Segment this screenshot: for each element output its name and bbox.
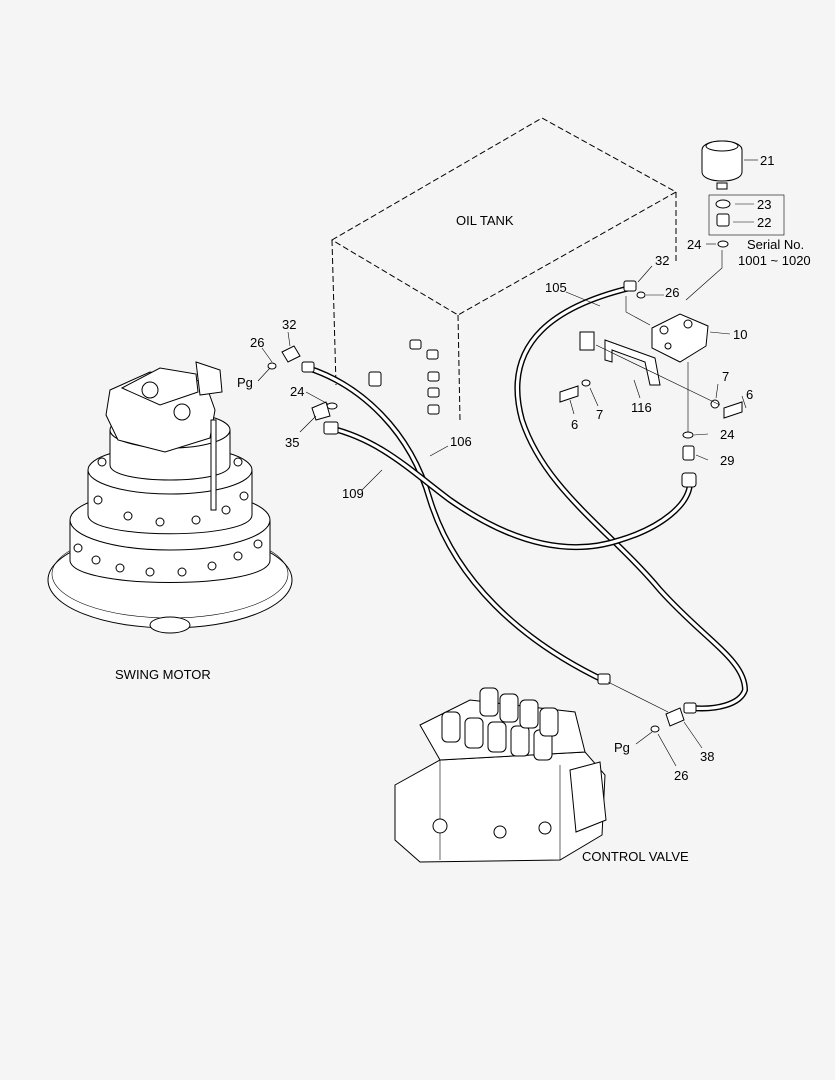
oil-tank-outline bbox=[331, 117, 678, 421]
bracket-116 bbox=[579, 331, 661, 386]
hose-fitting-icon bbox=[683, 702, 697, 714]
part-number-32: 32 bbox=[282, 317, 296, 332]
nipple-22-icon bbox=[716, 213, 730, 227]
serial-range-label: 1001 ~ 1020 bbox=[738, 253, 811, 268]
part-number-7: 7 bbox=[722, 369, 729, 384]
swing-motor bbox=[47, 361, 293, 634]
tank-port-icon bbox=[409, 339, 422, 350]
part-number-26: 26 bbox=[250, 335, 264, 350]
accumulator-21 bbox=[701, 140, 743, 190]
serial-number-label: Serial No. bbox=[747, 237, 804, 252]
washer-7-icon bbox=[581, 379, 591, 387]
hose-fitting-icon bbox=[681, 472, 697, 488]
control-valve-label: CONTROL VALVE bbox=[582, 849, 689, 864]
part-number-21: 21 bbox=[760, 153, 774, 168]
part-number-29: 29 bbox=[720, 453, 734, 468]
hose-fitting-icon bbox=[597, 673, 611, 685]
part-number-22: 22 bbox=[757, 215, 771, 230]
elbow-32-icon bbox=[281, 345, 301, 363]
o-ring-24-icon bbox=[326, 402, 338, 410]
hose-106 bbox=[305, 365, 606, 683]
motor-bolts bbox=[73, 457, 263, 577]
part-number-23: 23 bbox=[757, 197, 771, 212]
oil-tank-label: OIL TANK bbox=[456, 213, 514, 228]
swing-motor-label: SWING MOTOR bbox=[115, 667, 211, 682]
part-number-24: 24 bbox=[687, 237, 701, 252]
part-number-10: 10 bbox=[733, 327, 747, 342]
part-number-24: 24 bbox=[720, 427, 734, 442]
part-number-32: 32 bbox=[655, 253, 669, 268]
part-number-38: 38 bbox=[700, 749, 714, 764]
serial-bracket bbox=[708, 194, 785, 236]
elbow-38-icon bbox=[665, 707, 685, 727]
control-valve bbox=[394, 687, 607, 863]
part-number-106: 106 bbox=[450, 434, 472, 449]
o-ring-26-icon bbox=[650, 725, 660, 733]
tank-port-icon bbox=[427, 404, 440, 415]
part-number-109: 109 bbox=[342, 486, 364, 501]
o-ring-24-icon bbox=[682, 431, 694, 439]
o-ring-26-icon bbox=[267, 362, 277, 370]
part-number-6: 6 bbox=[571, 417, 578, 432]
connector-29-icon bbox=[682, 445, 695, 461]
part-number-24: 24 bbox=[290, 384, 304, 399]
bolt-6-icon bbox=[723, 401, 743, 419]
part-number-labels: 21 23 22 24 Serial No. 1001 ~ 1020 32 10… bbox=[237, 153, 811, 783]
seal-23-icon bbox=[715, 199, 731, 209]
tank-port-icon bbox=[426, 349, 439, 360]
pg-port-label: Pg bbox=[237, 375, 253, 390]
hose-fitting-icon bbox=[301, 361, 315, 373]
hose-fitting-icon bbox=[623, 280, 637, 292]
bracket-tab-icon bbox=[579, 331, 595, 351]
o-ring-24-icon bbox=[717, 240, 729, 248]
bolt-6-icon bbox=[559, 385, 579, 403]
hose-fitting-icon bbox=[323, 421, 339, 435]
tank-port-icon bbox=[368, 371, 382, 387]
valve-spools bbox=[441, 687, 559, 761]
tank-port-icon bbox=[427, 371, 440, 382]
valve-block-10 bbox=[651, 313, 709, 363]
part-number-26: 26 bbox=[674, 768, 688, 783]
part-number-105: 105 bbox=[545, 280, 567, 295]
hose-109 bbox=[327, 425, 693, 551]
pg-port-label: Pg bbox=[614, 740, 630, 755]
elbow-35-icon bbox=[311, 401, 331, 421]
washer-7-icon bbox=[710, 399, 720, 409]
part-number-7: 7 bbox=[596, 407, 603, 422]
part-number-26: 26 bbox=[665, 285, 679, 300]
part-number-35: 35 bbox=[285, 435, 299, 450]
hose-105 bbox=[514, 285, 749, 712]
part-number-116: 116 bbox=[631, 400, 652, 415]
tank-port-icon bbox=[427, 387, 440, 398]
o-ring-26-icon bbox=[636, 291, 646, 299]
part-number-6: 6 bbox=[746, 387, 753, 402]
